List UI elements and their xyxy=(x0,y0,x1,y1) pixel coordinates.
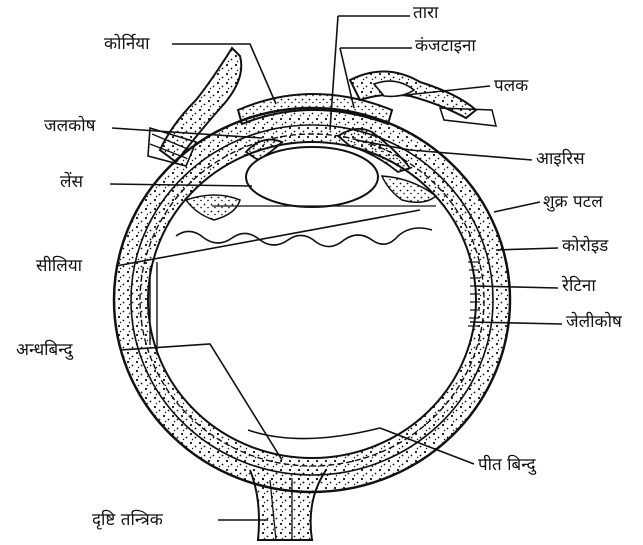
label-cilia: सीलिया xyxy=(36,258,82,275)
lens-shape xyxy=(246,147,378,207)
label-tara: तारा xyxy=(413,5,438,22)
label-conjunctiva: कंजटाइना xyxy=(415,38,476,55)
label-eyelid: पलक xyxy=(494,78,528,95)
label-aqueous: जलकोष xyxy=(44,118,95,135)
label-yellow-spot: पीत बिन्दु xyxy=(478,457,536,474)
label-optic-nerve: दृष्टि तन्त्रिक xyxy=(92,512,163,529)
label-retina: रेटिना xyxy=(562,278,596,295)
label-lens: लेंस xyxy=(60,174,83,191)
label-cornea: कोर्निया xyxy=(104,36,150,53)
label-choroid: कोरोइड xyxy=(562,238,608,255)
label-blind-spot: अन्धबिन्दु xyxy=(16,342,73,359)
label-vitreous: जेलीकोष xyxy=(566,314,622,331)
label-sclera: शुक्र पटल xyxy=(543,194,603,211)
label-iris: आइरिस xyxy=(536,151,585,168)
